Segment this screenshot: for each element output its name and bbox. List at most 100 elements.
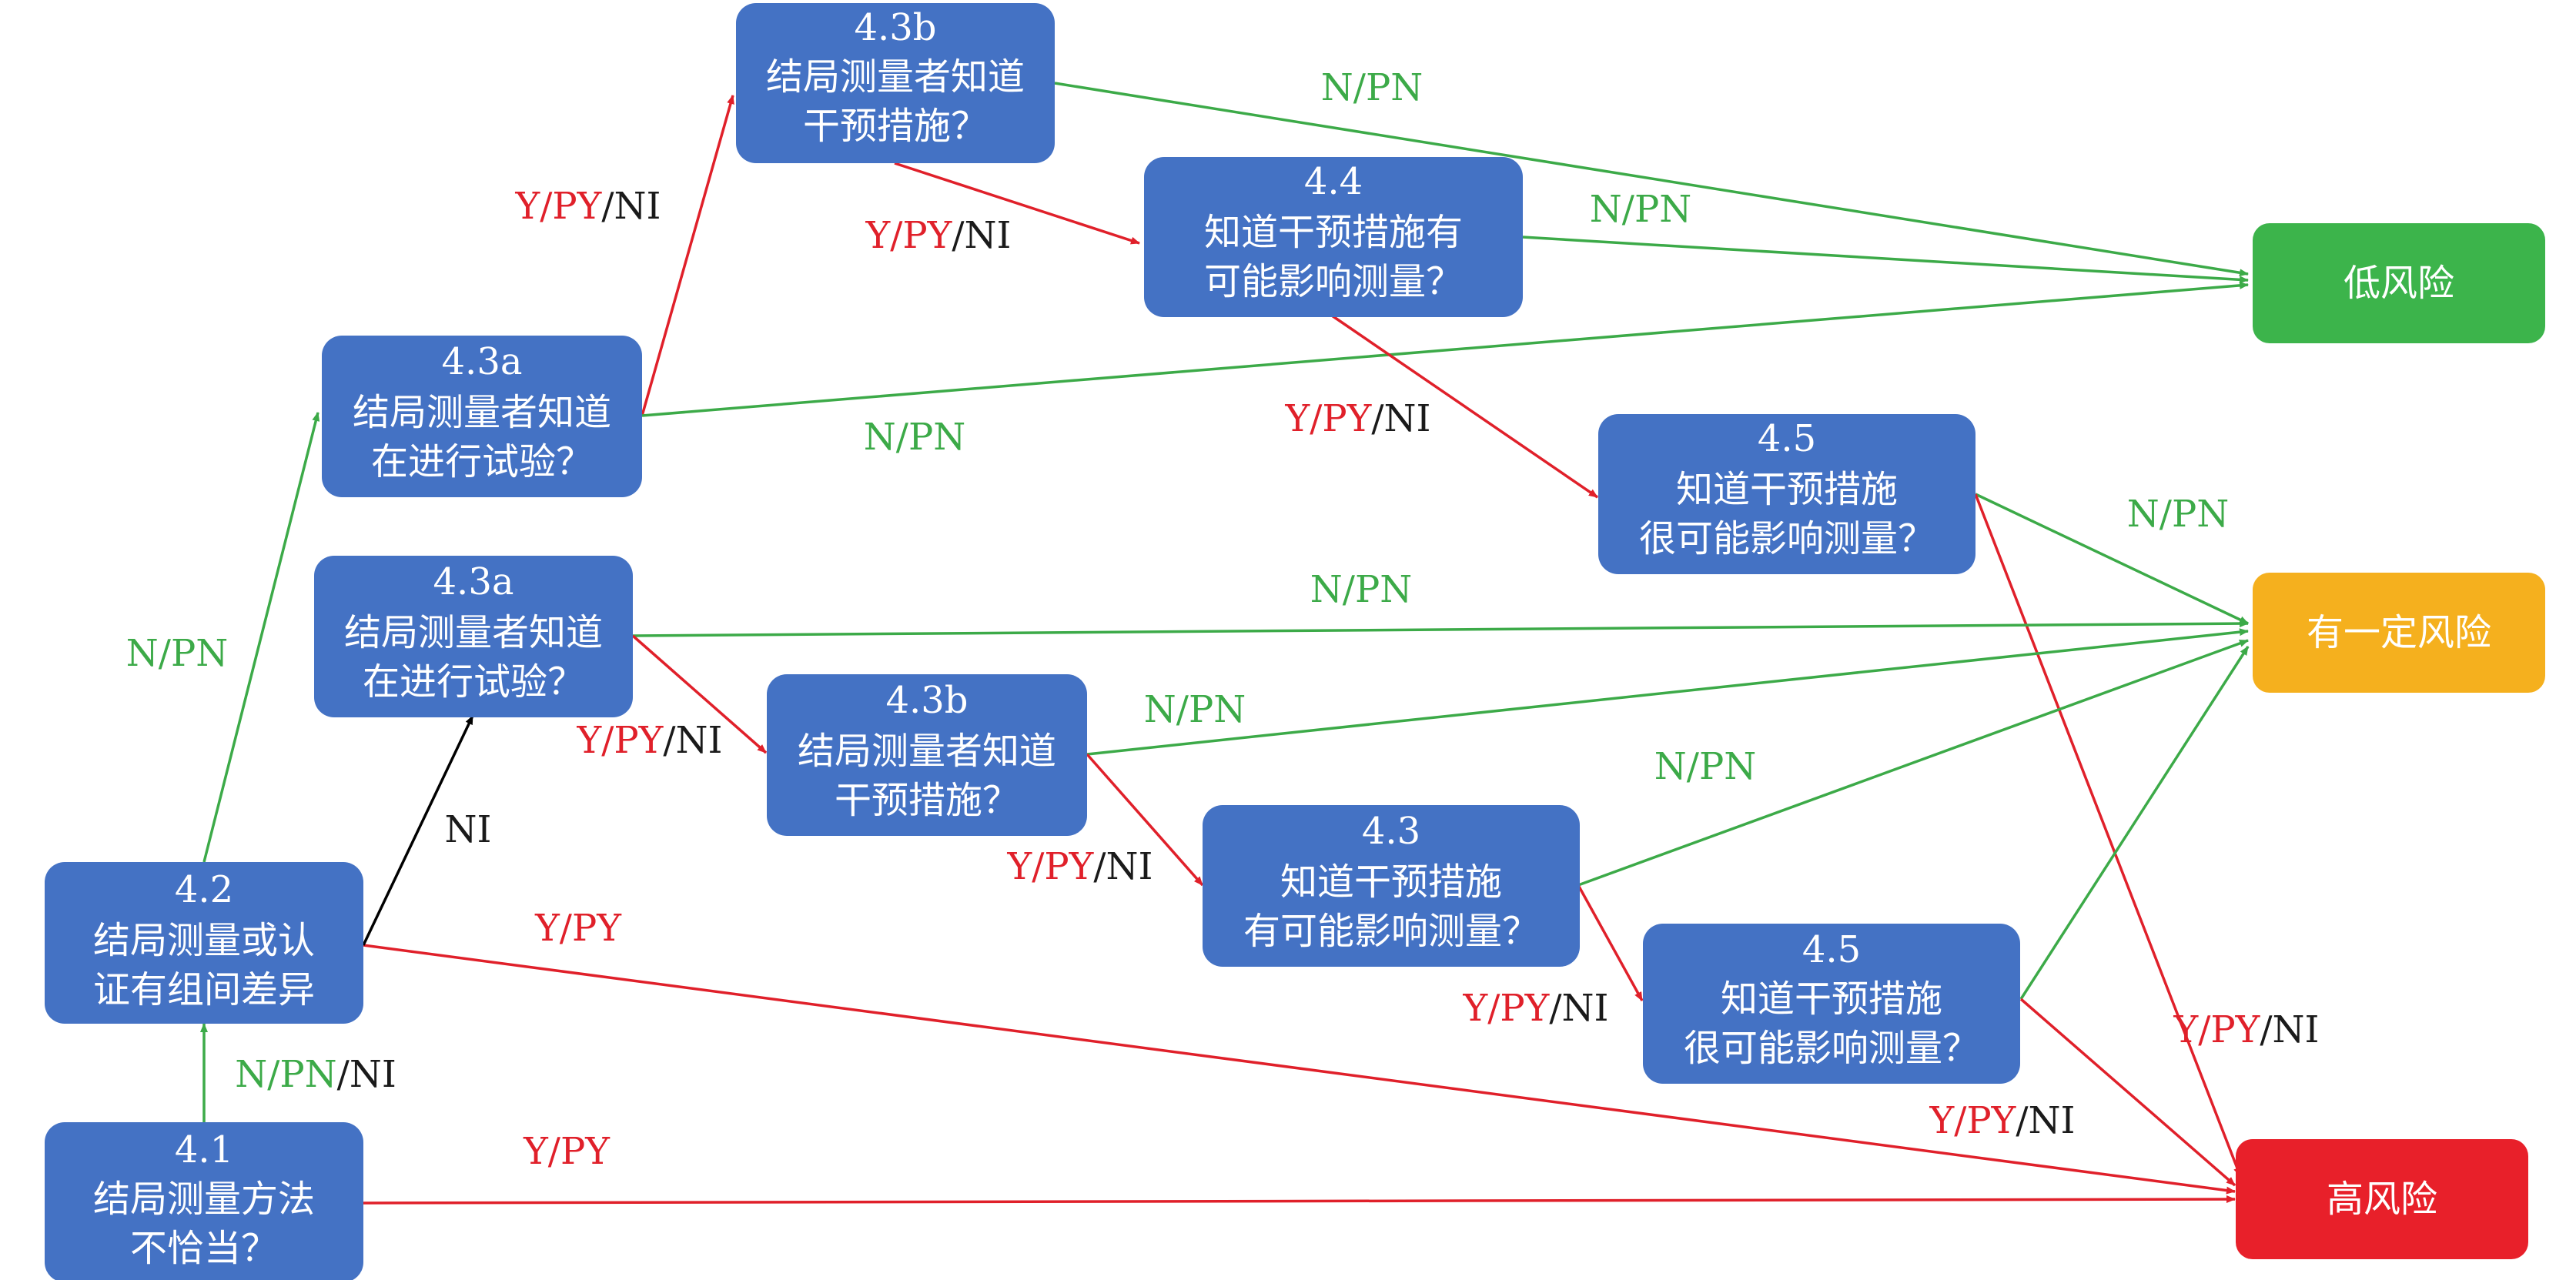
label-4-2-to-4-3a-mid: NI bbox=[445, 808, 492, 851]
node-4-3a-top-line1: 结局测量者知道 bbox=[353, 391, 611, 434]
label-4-3a-mid-to-4-3b-mid: Y/PY/NI bbox=[577, 719, 723, 762]
outcome-high-risk-box bbox=[2236, 1139, 2528, 1259]
label-4-1-to-high: Y/PY bbox=[523, 1130, 611, 1173]
outcome-some-risk-box bbox=[2253, 573, 2545, 693]
node-4-3-line2: 有可能影响测量？ bbox=[1243, 910, 1539, 953]
node-4-3a-top: 4.3a 结局测量者知道 在进行试验？ bbox=[322, 336, 642, 497]
node-4-3b-top-id: 4.3b bbox=[854, 6, 936, 49]
edge-4-1-to-high bbox=[363, 1195, 2236, 1205]
edge-4-3a-mid-to-some bbox=[632, 620, 2249, 637]
node-4-3a-mid-box bbox=[314, 556, 633, 717]
node-4-3b-mid: 4.3b 结局测量者知道 干预措施？ bbox=[767, 674, 1087, 836]
node-4-5-bottom-line1: 知道干预措施 bbox=[1721, 978, 1942, 1021]
outcome-some-risk-label: 有一定风险 bbox=[2307, 611, 2491, 654]
label-4-2-to-4-3a-top: N/PN bbox=[126, 632, 228, 675]
node-4-4-id: 4.4 bbox=[1304, 160, 1363, 203]
edge-4-2-to-4-3a-mid bbox=[362, 715, 474, 946]
node-4-2-line2: 证有组间差异 bbox=[93, 968, 315, 1011]
node-4-3b-mid-box bbox=[767, 674, 1087, 836]
label-4-4-to-4-5-top: Y/PY/NI bbox=[1285, 397, 1431, 440]
node-4-3a-mid: 4.3a 结局测量者知道 在进行试验？ bbox=[314, 556, 633, 717]
node-4-3-id: 4.3 bbox=[1362, 810, 1420, 853]
edge-4-3b-top-to-low bbox=[1054, 82, 2249, 277]
node-4-2-box bbox=[45, 862, 363, 1024]
node-4-5-bottom: 4.5 知道干预措施 很可能影响测量？ bbox=[1643, 924, 2020, 1084]
node-4-5-top: 4.5 知道干预措施 很可能影响测量？ bbox=[1598, 414, 1975, 574]
edge-4-3a-top-to-4-3b-top bbox=[641, 95, 734, 416]
node-4-1: 4.1 结局测量方法 不恰当？ bbox=[45, 1122, 363, 1280]
node-4-3a-top-line2: 在进行试验？ bbox=[371, 440, 593, 483]
edge-4-4-to-low bbox=[1522, 236, 2249, 284]
node-4-2: 4.2 结局测量或认 证有组间差异 bbox=[45, 862, 363, 1024]
node-4-3a-top-id: 4.3a bbox=[442, 340, 523, 383]
node-4-3b-top-line2: 干预措施？ bbox=[803, 105, 988, 148]
edge-4-3b-mid-to-some bbox=[1086, 628, 2249, 756]
edge-4-3a-mid-to-4-3b-mid bbox=[631, 634, 768, 754]
node-4-4: 4.4 知道干预措施有 可能影响测量？ bbox=[1144, 157, 1523, 317]
node-4-5-bottom-id: 4.5 bbox=[1802, 928, 1861, 971]
node-4-3b-top-box bbox=[736, 3, 1055, 163]
edge-4-5-top-to-some bbox=[1975, 493, 2249, 625]
node-4-3b-top-line1: 结局测量者知道 bbox=[766, 55, 1025, 99]
edge-4-5-bottom-to-some bbox=[2019, 646, 2250, 1000]
node-4-5-bottom-box bbox=[1643, 924, 2020, 1084]
edge-4-4-to-4-5-top bbox=[1331, 314, 1598, 499]
node-4-2-id: 4.2 bbox=[175, 868, 233, 911]
edge-4-3-to-some bbox=[1577, 639, 2249, 887]
node-4-5-top-line1: 知道干预措施 bbox=[1676, 468, 1898, 511]
label-4-3b-top-to-4-4: Y/PY/NI bbox=[865, 214, 1012, 257]
node-4-3b-mid-line1: 结局测量者知道 bbox=[798, 730, 1056, 773]
node-4-5-bottom-line2: 很可能影响测量？ bbox=[1684, 1027, 1979, 1070]
outcome-some-risk: 有一定风险 bbox=[2253, 573, 2545, 693]
label-4-3a-mid-to-some: N/PN bbox=[1310, 568, 1412, 611]
node-4-4-box bbox=[1144, 157, 1523, 317]
edge-4-5-top-to-high bbox=[1974, 493, 2242, 1177]
edge-4-2-to-4-3a-top bbox=[202, 412, 320, 863]
node-4-3a-mid-id: 4.3a bbox=[433, 560, 514, 603]
label-4-3a-top-to-4-3b-top: Y/PY/NI bbox=[515, 185, 661, 228]
node-4-3b-mid-line2: 干预措施？ bbox=[835, 779, 1019, 822]
outcome-high-risk: 高风险 bbox=[2236, 1139, 2528, 1259]
edge-4-3b-top-to-4-4 bbox=[894, 162, 1140, 245]
node-4-5-top-line2: 很可能影响测量？ bbox=[1639, 517, 1935, 560]
outcome-low-risk-label: 低风险 bbox=[2343, 262, 2454, 305]
edge-labels: N/PN/NI Y/PY Y/PY N/PN NI Y/PY/NI N/PN N… bbox=[126, 66, 2320, 1173]
outcome-high-risk-label: 高风险 bbox=[2327, 1178, 2437, 1221]
node-4-3b-mid-id: 4.3b bbox=[885, 679, 968, 722]
label-4-3b-mid-to-some: N/PN bbox=[1144, 688, 1246, 731]
edge-4-5-bottom-to-high bbox=[2019, 998, 2236, 1187]
node-4-1-box bbox=[45, 1122, 363, 1280]
node-4-1-id: 4.1 bbox=[175, 1128, 233, 1171]
label-4-3b-top-to-low: N/PN bbox=[1321, 66, 1423, 109]
label-4-1-to-4-2: N/PN/NI bbox=[235, 1053, 396, 1096]
edges bbox=[200, 82, 2250, 1205]
node-4-4-line1: 知道干预措施有 bbox=[1204, 211, 1463, 254]
label-4-3-to-some: N/PN bbox=[1654, 745, 1756, 788]
edge-4-2-to-high bbox=[363, 944, 2236, 1195]
node-4-5-top-box bbox=[1598, 414, 1975, 574]
node-4-4-line2: 可能影响测量？ bbox=[1204, 260, 1463, 303]
node-4-3b-top: 4.3b 结局测量者知道 干预措施？ bbox=[736, 3, 1055, 163]
label-4-5-top-to-high: Y/PY/NI bbox=[2173, 1008, 2320, 1051]
label-4-4-to-low: N/PN bbox=[1590, 188, 1691, 231]
node-4-1-line2: 不恰当？ bbox=[130, 1227, 278, 1270]
edge-4-3a-top-to-low bbox=[641, 281, 2249, 417]
node-4-3-line1: 知道干预措施 bbox=[1280, 861, 1502, 904]
node-4-3a-mid-line2: 在进行试验？ bbox=[363, 660, 584, 703]
node-4-3-box bbox=[1203, 805, 1580, 967]
outcome-low-risk-box bbox=[2253, 223, 2545, 343]
label-4-5-bottom-to-high: Y/PY/NI bbox=[1929, 1099, 2076, 1142]
label-4-2-to-high: Y/PY bbox=[534, 907, 622, 950]
label-4-3-to-4-5-bottom: Y/PY/NI bbox=[1463, 987, 1609, 1030]
node-4-5-top-id: 4.5 bbox=[1758, 417, 1816, 460]
node-4-3: 4.3 知道干预措施 有可能影响测量？ bbox=[1203, 805, 1580, 967]
outcome-low-risk: 低风险 bbox=[2253, 223, 2545, 343]
node-4-3a-mid-line1: 结局测量者知道 bbox=[344, 611, 603, 654]
label-4-3a-top-to-low: N/PN bbox=[864, 416, 965, 459]
node-4-3a-top-box bbox=[322, 336, 642, 497]
edge-4-3-to-4-5-bottom bbox=[1577, 884, 1644, 1001]
label-4-5-top-to-some: N/PN bbox=[2127, 493, 2229, 536]
label-4-3b-mid-to-4-3: Y/PY/NI bbox=[1007, 845, 1153, 888]
node-4-2-line1: 结局测量或认 bbox=[93, 919, 315, 962]
